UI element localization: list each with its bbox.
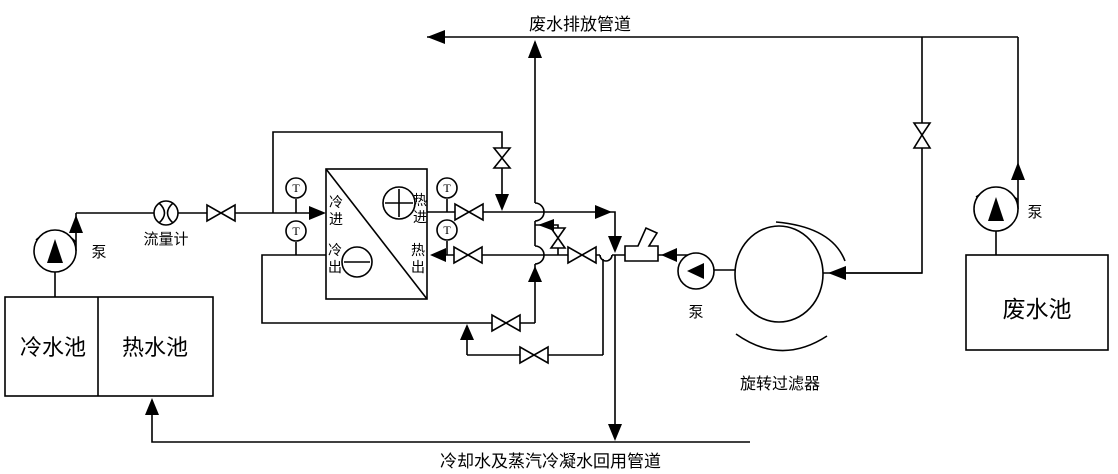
junction-drop-pipes: [602, 255, 616, 426]
flow-meter-body: [153, 200, 179, 226]
arrow-pump-left-out: [69, 215, 83, 233]
arrow-bleed-left: [538, 219, 554, 231]
arrow-riser-top: [528, 40, 542, 58]
return-pipe-lower: [466, 326, 603, 356]
valve-hot-in: [454, 202, 484, 222]
valve-waste-branch: [912, 122, 932, 149]
pump-middle: [677, 252, 715, 290]
flow-meter-glyph: [158, 202, 174, 224]
pump-left-arrow-icon: [47, 239, 63, 263]
temp-sensor-label: T: [443, 181, 451, 195]
y-strainer: [624, 226, 659, 262]
arrow-reuse-down: [608, 424, 622, 441]
hx-cold-out-label: 冷出: [328, 244, 342, 276]
arrow-return-join: [460, 324, 474, 340]
y-strainer-body: [624, 226, 659, 262]
temp-sensor-label: T: [292, 224, 300, 238]
discharge-riser: [534, 42, 545, 323]
temp-sensor-label: T: [443, 223, 451, 237]
cold-hot-pool-tank: [4, 296, 214, 397]
rotary-filter-body: [734, 225, 824, 323]
temp-sensor-cold-out: [285, 220, 307, 242]
waste-pool-label: 废水池: [1002, 297, 1072, 322]
waste-pool-riser: [995, 37, 1019, 255]
pump-left-label: 泵: [91, 245, 107, 261]
reuse-pipeline-label: 冷却水及蒸汽冷凝水回用管道: [440, 452, 661, 471]
temp-sensor-hot-in: [436, 177, 458, 199]
cold-pool-label: 冷水池: [19, 335, 86, 360]
hot-in-pipe: [427, 211, 616, 240]
waste-pool-tank: [965, 254, 1109, 351]
rotation-arc-top: [775, 221, 846, 262]
cold-out-pipe: [261, 254, 535, 324]
arrow-hot-out: [430, 248, 446, 262]
valve-return-upper: [491, 313, 521, 333]
water-tanks: [4, 254, 1109, 397]
arrow-hot-in-right: [595, 205, 612, 219]
arrow-cold-in: [309, 206, 326, 220]
pump-right: [973, 186, 1019, 232]
rotary-filter-label: 旋转过滤器: [739, 376, 820, 393]
temp-sensor-cold-in: [285, 177, 307, 199]
valve-main-line: [567, 245, 597, 265]
heat-exchanger-diagonal: [325, 168, 428, 300]
valve-inlet: [206, 203, 236, 223]
rotary-filter: [734, 221, 846, 352]
pump-right-arrow-icon: [988, 197, 1004, 221]
flow-arrows: [69, 30, 1025, 441]
plus-icon: [385, 189, 413, 217]
valve-hot-out: [453, 245, 483, 265]
heat-exchanger-unit: [325, 168, 428, 300]
arrow-discharge-left: [427, 30, 445, 44]
waste-branch-pipe: [840, 37, 923, 274]
temp-sensor-label: T: [292, 181, 300, 195]
pump-middle-label: 泵: [688, 305, 704, 321]
flow-meter: [153, 200, 179, 226]
flow-meter-label: 流量计: [143, 232, 189, 248]
valve-return-lower: [519, 345, 549, 365]
valves: [206, 122, 932, 365]
arrow-tank-return: [145, 398, 159, 415]
valve-bleed-mini: [549, 227, 567, 249]
hot-pool-label: 热水池: [121, 335, 188, 360]
hx-hot-in-label: 热进: [413, 194, 427, 226]
arrow-riser-mid: [528, 266, 542, 282]
temp-sensor-hot-out: [436, 219, 458, 241]
arrow-right-riser: [1011, 162, 1025, 180]
arrow-bypass-down: [495, 194, 509, 211]
sensor-stems: [295, 199, 448, 255]
arrow-junction-down: [608, 236, 622, 253]
valve-bypass-vertical: [492, 147, 512, 169]
arrow-filter-in: [828, 266, 846, 280]
pump-right-label: 泵: [1027, 205, 1043, 221]
waste-discharge-pipeline-label: 废水排放管道: [529, 15, 631, 34]
temperature-sensors: [285, 177, 458, 242]
hx-hot-out-label: 热出: [411, 244, 425, 276]
reuse-pipe: [151, 400, 750, 443]
bypass-loop-pipe: [272, 131, 503, 213]
pump-left: [33, 229, 77, 273]
rotation-arc-bottom: [735, 333, 828, 352]
hx-cold-in-label: 冷进: [329, 196, 343, 228]
arrow-strainer-in: [661, 248, 677, 262]
pump-middle-arrow-icon: [687, 263, 704, 279]
